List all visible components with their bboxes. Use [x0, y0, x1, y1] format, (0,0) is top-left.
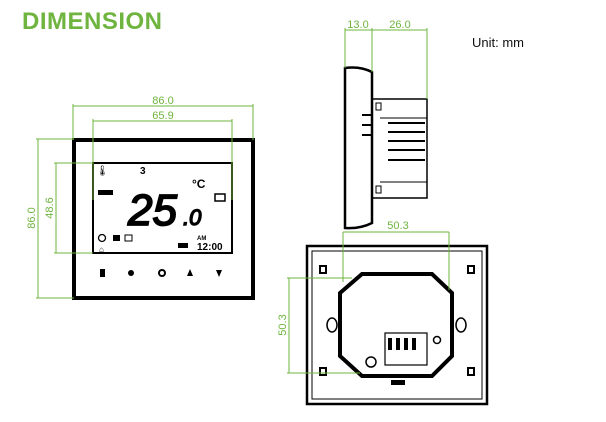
celsius-unit: °C: [192, 177, 206, 191]
dim-screen-width: 65.9: [152, 110, 173, 122]
side-view: 13.0 26.0: [343, 19, 449, 233]
lock-icon: [178, 243, 188, 248]
valve-icon: [124, 234, 133, 242]
dim-back-height: 50.3: [277, 314, 289, 335]
schedule-icon: [113, 235, 120, 241]
home-icon: ⌂: [99, 245, 104, 254]
clock-icon[interactable]: [128, 270, 134, 276]
back-view: 50.3 50.3: [277, 220, 489, 406]
temperature-decimal: .0: [183, 205, 202, 230]
up-arrow-icon[interactable]: [187, 269, 193, 276]
ampm-label: AM: [197, 236, 206, 242]
side-back-box: [371, 98, 428, 199]
unit-label: Unit: mm: [472, 35, 524, 50]
front-view: 86.0 65.9 86.0 48.6 🌡 3 25 .0 °C ⌂ AM 12…: [26, 95, 255, 300]
dim-front-height: 86.0: [26, 207, 38, 228]
dim-screen-height: 48.6: [44, 197, 56, 218]
power-icon[interactable]: [100, 269, 105, 277]
dim-back-depth: 26.0: [389, 19, 410, 31]
time-value: 12:00: [197, 242, 223, 253]
diagram-title: DIMENSION: [22, 8, 163, 35]
dim-back-width: 50.3: [387, 220, 408, 232]
dim-front-width: 86.0: [152, 95, 173, 107]
side-front-body: [343, 66, 374, 230]
mode-icon[interactable]: [158, 269, 166, 277]
back-outer-frame: [305, 244, 489, 406]
lcd-screen: [92, 162, 233, 254]
front-outer-frame: [72, 138, 255, 300]
temperature-value: 25: [127, 186, 177, 235]
thermometer-icon: 🌡: [96, 165, 109, 177]
back-box-octagon: [338, 272, 454, 378]
heating-icon: [214, 193, 226, 202]
room-label-icon: [98, 190, 113, 195]
fan-level: 3: [140, 166, 146, 177]
clock-display-icon: [97, 233, 107, 243]
down-arrow-icon[interactable]: [216, 270, 222, 277]
dim-front-depth: 13.0: [347, 19, 368, 31]
terminal-block: [384, 332, 428, 366]
